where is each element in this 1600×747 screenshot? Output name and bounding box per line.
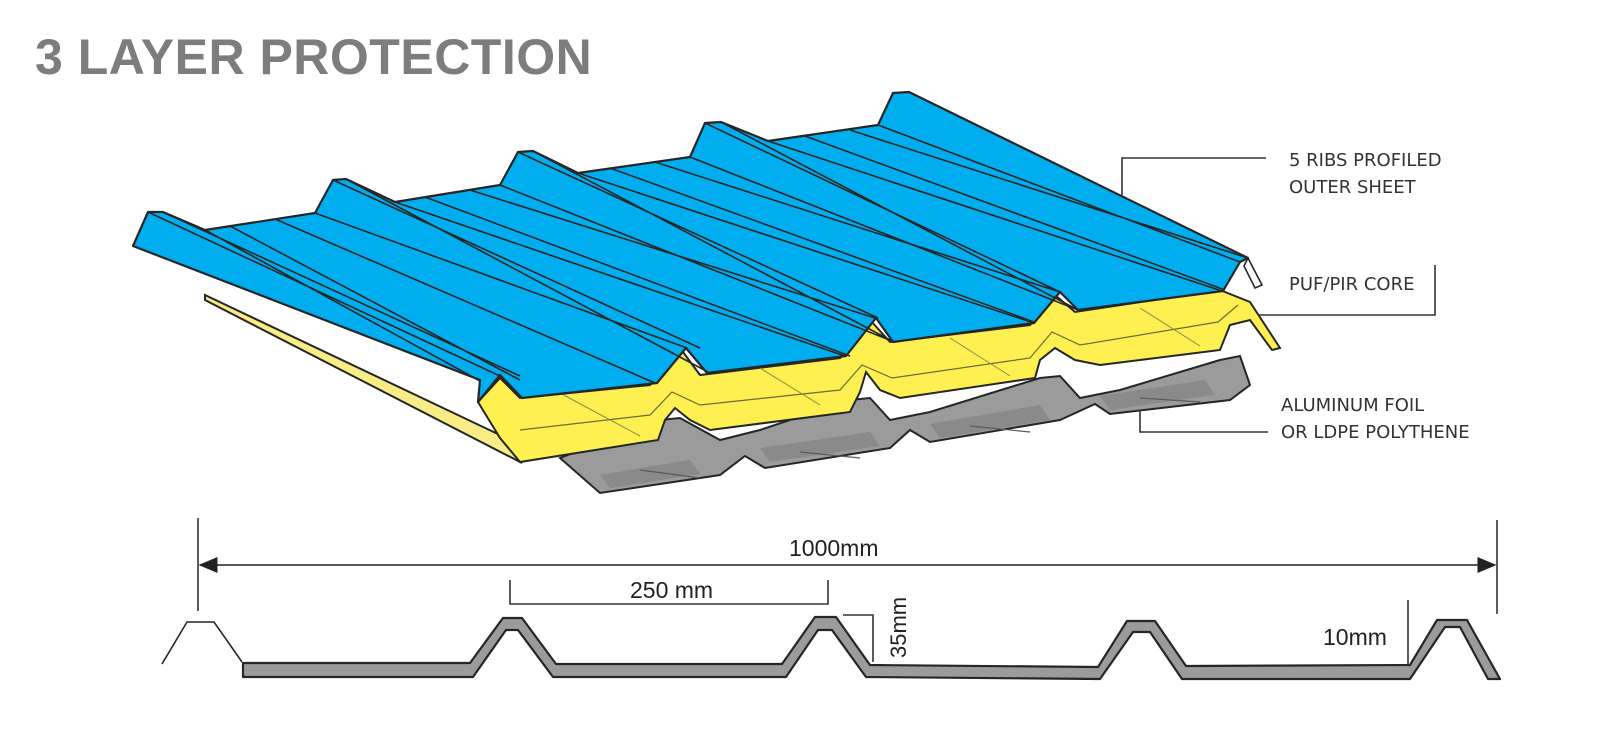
outer-sheet-layer (131, 90, 1264, 404)
callout-foil: ALUMINUM FOIL OR LDPE POLYTHENE (1139, 395, 1470, 443)
profile-section: 1000mm 250 mm 35mm 10mm (161, 518, 1502, 681)
profile-start-rib (161, 621, 243, 665)
core-inner-lines (519, 304, 1239, 431)
core-side-strip (204, 293, 523, 464)
dimension-bracket-pitch (509, 580, 829, 605)
profile-section-shape (241, 615, 1502, 681)
dimension-rib-height: 35mm (886, 597, 911, 658)
callout-outer-sheet-line2: OUTER SHEET (1289, 177, 1417, 198)
outer-sheet-rib-lines (147, 121, 1249, 384)
leader-line-outer-sheet (1121, 157, 1266, 195)
foil-trough-shade (600, 380, 1215, 488)
page-title: 3 LAYER PROTECTION (35, 29, 593, 85)
callout-foil-line2: OR LDPE POLYTHENE (1281, 422, 1470, 443)
dimension-total-width: 1000mm (789, 535, 878, 561)
dimension-bracket-height (843, 614, 874, 662)
callout-foil-line1: ALUMINUM FOIL (1281, 395, 1424, 416)
leader-line-foil (1139, 410, 1268, 433)
core-front (476, 288, 1282, 464)
outer-sheet-surface (131, 90, 1250, 404)
core-diagonal-lines (559, 307, 1201, 437)
callout-core: PUF/PIR CORE (1258, 265, 1436, 316)
dimension-thickness: 10mm (1323, 624, 1387, 650)
callout-outer-sheet: 5 RIBS PROFILED OUTER SHEET (1121, 150, 1442, 198)
callout-outer-sheet-line1: 5 RIBS PROFILED (1289, 150, 1442, 171)
foil-groove-lines (639, 397, 1201, 479)
outer-sheet-end-lip (1243, 256, 1264, 290)
core-layer (204, 288, 1282, 464)
leader-line-core (1258, 265, 1436, 316)
dimension-rib-pitch: 250 mm (630, 577, 713, 603)
callout-core-line1: PUF/PIR CORE (1289, 274, 1414, 295)
